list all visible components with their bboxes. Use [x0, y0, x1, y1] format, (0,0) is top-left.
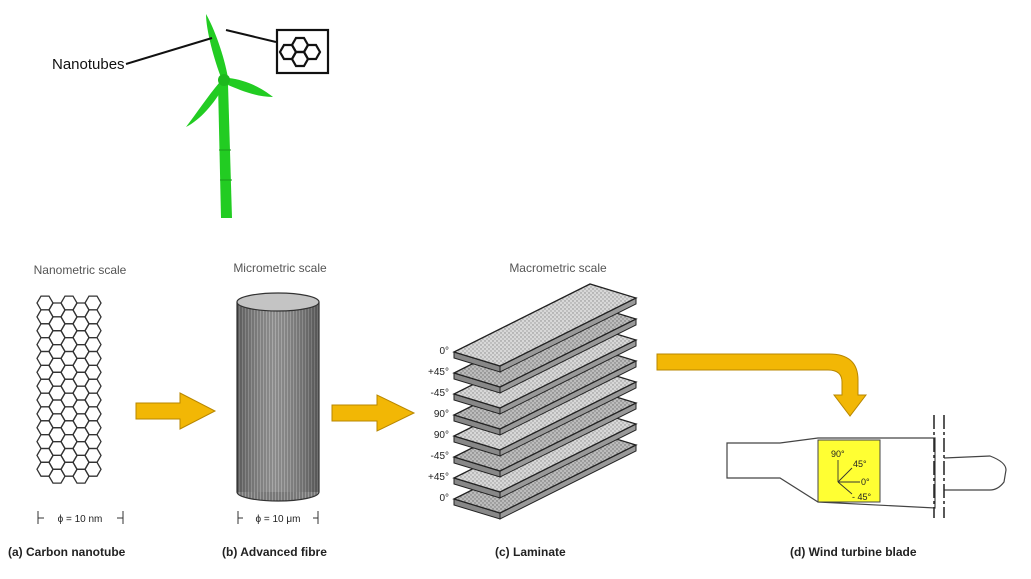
windmill-blade-left — [186, 83, 224, 127]
nanotube-stage: Nanometric scale ϕ = 10 nm (a) Carbon na… — [8, 263, 127, 559]
fibre-dimension — [237, 511, 319, 524]
ply-angle-label: 0° — [439, 493, 449, 504]
windmill-hub — [218, 74, 230, 86]
nanotube-hexagon — [84, 461, 102, 477]
windmill-illustration — [186, 14, 273, 218]
nanotube-hexagon — [84, 433, 102, 450]
arrow-nanotube-to-fibre — [135, 392, 217, 430]
windmill-blade-top — [206, 14, 228, 80]
arrow-fibre-to-laminate — [331, 394, 416, 432]
nanotube-hexagon — [84, 392, 102, 408]
blade-stage: 90° 45° 0° - 45° (d) Wind turbine blade — [726, 415, 1007, 559]
ply-angle-label: 90° — [434, 409, 449, 420]
nanotube-hexagon — [84, 406, 102, 422]
nanotube-hexagon — [84, 447, 102, 463]
fibre-stage: Micrometric scale ϕ = 10 μm (b) Advanced… — [222, 261, 327, 559]
nanotube-hexagon — [84, 378, 102, 394]
windmill-tower — [218, 84, 232, 218]
laminate-ply-stack — [452, 283, 638, 520]
blade-angle-label: 45° — [853, 459, 867, 469]
nanotube-hexagon — [84, 295, 102, 311]
ply-angle-label: 90° — [434, 430, 449, 441]
blade-angle-label: - 45° — [852, 492, 872, 502]
blade-caption: (d) Wind turbine blade — [790, 545, 917, 559]
ply-angle-label: +45° — [428, 472, 449, 483]
fibre-diameter-label: ϕ = 10 μm — [256, 514, 301, 525]
advanced-fibre-cylinder — [236, 292, 320, 502]
blade-angle-label: 0° — [861, 477, 870, 487]
ply-angle-label: -45° — [431, 451, 449, 462]
ply-angle-labels: 0° +45° -45° 90° 90° -45° +45° 0° — [428, 346, 449, 504]
nanotube-hexagon — [84, 323, 102, 339]
carbon-nanotube-lattice — [36, 295, 102, 484]
ply-angle-label: 0° — [439, 346, 449, 357]
nanotubes-callout: Nanotubes — [52, 28, 330, 75]
laminate-stage: Macrometric scale 0° +45° -45° 90° 90° -… — [428, 261, 638, 559]
nanotube-hexagon — [84, 350, 102, 367]
laminate-caption: (c) Laminate — [495, 545, 566, 559]
windmill-blade-right — [228, 78, 273, 97]
nanotube-hexagon — [84, 420, 102, 436]
laminate-scale-label: Macrometric scale — [509, 261, 607, 275]
hexagon-cluster-icon — [278, 36, 322, 68]
nanotube-caption: (a) Carbon nanotube — [8, 545, 126, 559]
ply-angle-label: -45° — [431, 388, 449, 399]
ply-angle-label: +45° — [428, 367, 449, 378]
blade-angle-label: 90° — [831, 449, 845, 459]
nanotube-hexagon — [84, 309, 102, 325]
fibre-scale-label: Micrometric scale — [233, 261, 327, 275]
nanotube-hexagon — [84, 336, 102, 353]
laminate-ply — [452, 283, 638, 367]
nanotubes-label: Nanotubes — [52, 56, 125, 73]
arrow-laminate-to-blade — [656, 353, 868, 417]
nanotube-scale-label: Nanometric scale — [34, 263, 127, 277]
fibre-caption: (b) Advanced fibre — [222, 545, 327, 559]
fibre-orientation-arrows — [837, 460, 860, 495]
nanotube-hexagon — [84, 364, 102, 380]
nanotube-diameter-label: ϕ = 10 nm — [58, 514, 103, 525]
nanotube-dimension — [37, 511, 124, 524]
blade-station-lines — [933, 415, 945, 518]
